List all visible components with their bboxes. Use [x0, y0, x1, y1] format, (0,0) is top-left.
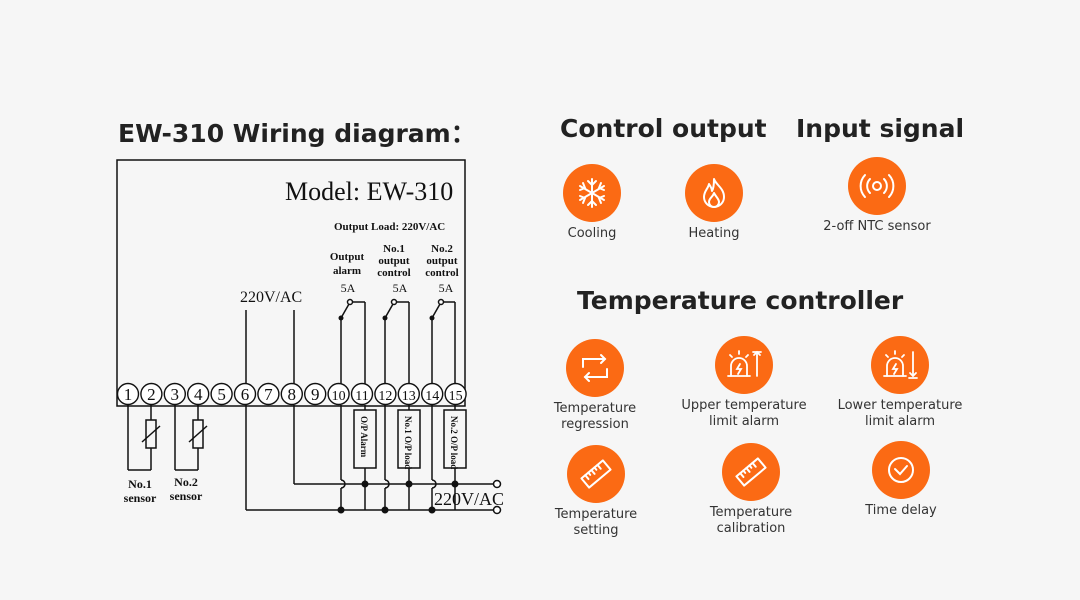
sensor-2-label-2: sensor — [170, 489, 203, 503]
terminal-9 — [304, 382, 327, 406]
clock-icon — [872, 441, 930, 499]
sensor-1-label-2: sensor — [124, 491, 157, 505]
terminal-number: 6 — [241, 385, 250, 404]
controller-enclosure — [116, 159, 466, 407]
feature-heating: Heating — [629, 164, 799, 242]
terminal-number: 9 — [311, 385, 320, 404]
terminal-number: 1 — [124, 385, 133, 404]
feature-label: Upper temperature limit alarm — [681, 398, 807, 429]
feature-ntc-sensor: 2-off NTC sensor — [792, 157, 962, 235]
relay-rating-no1: 5A — [393, 281, 408, 295]
flame-icon — [685, 164, 743, 222]
feature-label: Cooling — [567, 226, 617, 241]
terminal-number: 7 — [264, 385, 273, 404]
terminal-1 — [116, 382, 140, 406]
terminal-12 — [374, 382, 397, 406]
control-output-title: Control output — [560, 114, 767, 143]
output-load-label: Output Load: 220V/AC — [334, 221, 445, 233]
power-terminal-n — [492, 505, 502, 515]
wiring-diagram-title: EW-310 Wiring diagram： — [118, 119, 476, 148]
feature-temperature-regression: Temperature regression — [510, 339, 680, 433]
sensor-1-label-1: No.1 — [128, 477, 152, 491]
feature-label: Temperature calibration — [709, 505, 793, 536]
feature-label: Lower temperature limit alarm — [837, 398, 963, 429]
terminal-14 — [421, 382, 444, 406]
no2-output-label-1: No.2 — [431, 243, 453, 255]
terminal-8 — [280, 382, 303, 406]
snowflake-icon — [563, 164, 621, 222]
feature-temperature-calibration: Temperature calibration — [666, 443, 836, 537]
terminal-number: 8 — [288, 385, 297, 404]
terminal-5 — [210, 382, 233, 406]
feature-lower-limit-alarm: Lower temperature limit alarm — [815, 336, 985, 430]
terminal-number: 4 — [194, 385, 203, 404]
upper-alarm-icon — [715, 336, 773, 394]
input-signal-title: Input signal — [796, 114, 965, 143]
lower-alarm-icon — [871, 336, 929, 394]
load-label-no1: No.1 O/P load — [403, 416, 413, 469]
feature-label: Temperature regression — [553, 401, 637, 432]
terminal-2 — [140, 382, 163, 406]
load-label-no2: No.2 O/P load — [449, 416, 459, 469]
terminal-13 — [397, 382, 420, 406]
terminal-number: 10 — [332, 389, 346, 404]
terminal-number: 11 — [355, 389, 368, 404]
terminal-number: 14 — [425, 389, 439, 404]
bottom-power-label: 220V/AC — [434, 489, 504, 509]
feature-upper-limit-alarm: Upper temperature limit alarm — [659, 336, 829, 430]
feature-label: Heating — [688, 226, 740, 241]
terminal-15 — [444, 382, 467, 406]
terminal-number: 13 — [402, 389, 416, 404]
sensor-2-label-1: No.2 — [174, 475, 198, 489]
signal-icon — [848, 157, 906, 215]
feature-label: Temperature setting — [554, 507, 638, 538]
no2-output-label-3: control — [425, 267, 458, 279]
relay-rating-no2: 5A — [439, 281, 454, 295]
terminal-number: 15 — [449, 389, 463, 404]
feature-label: Time delay — [865, 503, 937, 518]
feature-temperature-setting: Temperature setting — [511, 445, 681, 539]
temperature-controller-title: Temperature controller — [577, 286, 904, 315]
regression-icon — [566, 339, 624, 397]
terminal-4 — [186, 382, 210, 406]
feature-label: 2-off NTC sensor — [823, 219, 931, 234]
power-input-label: 220V/AC — [240, 289, 302, 306]
no1-output-label-2: output — [378, 255, 410, 267]
terminal-number: 3 — [171, 385, 180, 404]
ruler-icon — [567, 445, 625, 503]
no1-output-label-3: control — [377, 267, 410, 279]
terminal-7 — [257, 382, 280, 406]
terminal-number: 5 — [217, 385, 226, 404]
output-alarm-label-2: alarm — [333, 265, 361, 277]
terminal-number: 12 — [378, 389, 392, 404]
feature-time-delay: Time delay — [816, 441, 986, 519]
power-terminal-l — [492, 479, 502, 489]
output-alarm-label-1: Output — [330, 251, 365, 263]
ruler-icon — [722, 443, 780, 501]
terminal-3 — [163, 382, 187, 406]
load-label-alarm: O/P Alarm — [359, 416, 369, 458]
terminal-6 — [233, 382, 257, 406]
feature-cooling: Cooling — [507, 164, 677, 242]
terminal-10 — [327, 382, 350, 406]
model-label: Model: EW-310 — [285, 177, 453, 206]
relay-rating-alarm: 5A — [341, 281, 356, 295]
no2-output-label-2: output — [426, 255, 458, 267]
no1-output-label-1: No.1 — [383, 243, 405, 255]
terminal-number: 2 — [147, 385, 156, 404]
terminal-11 — [350, 382, 374, 406]
